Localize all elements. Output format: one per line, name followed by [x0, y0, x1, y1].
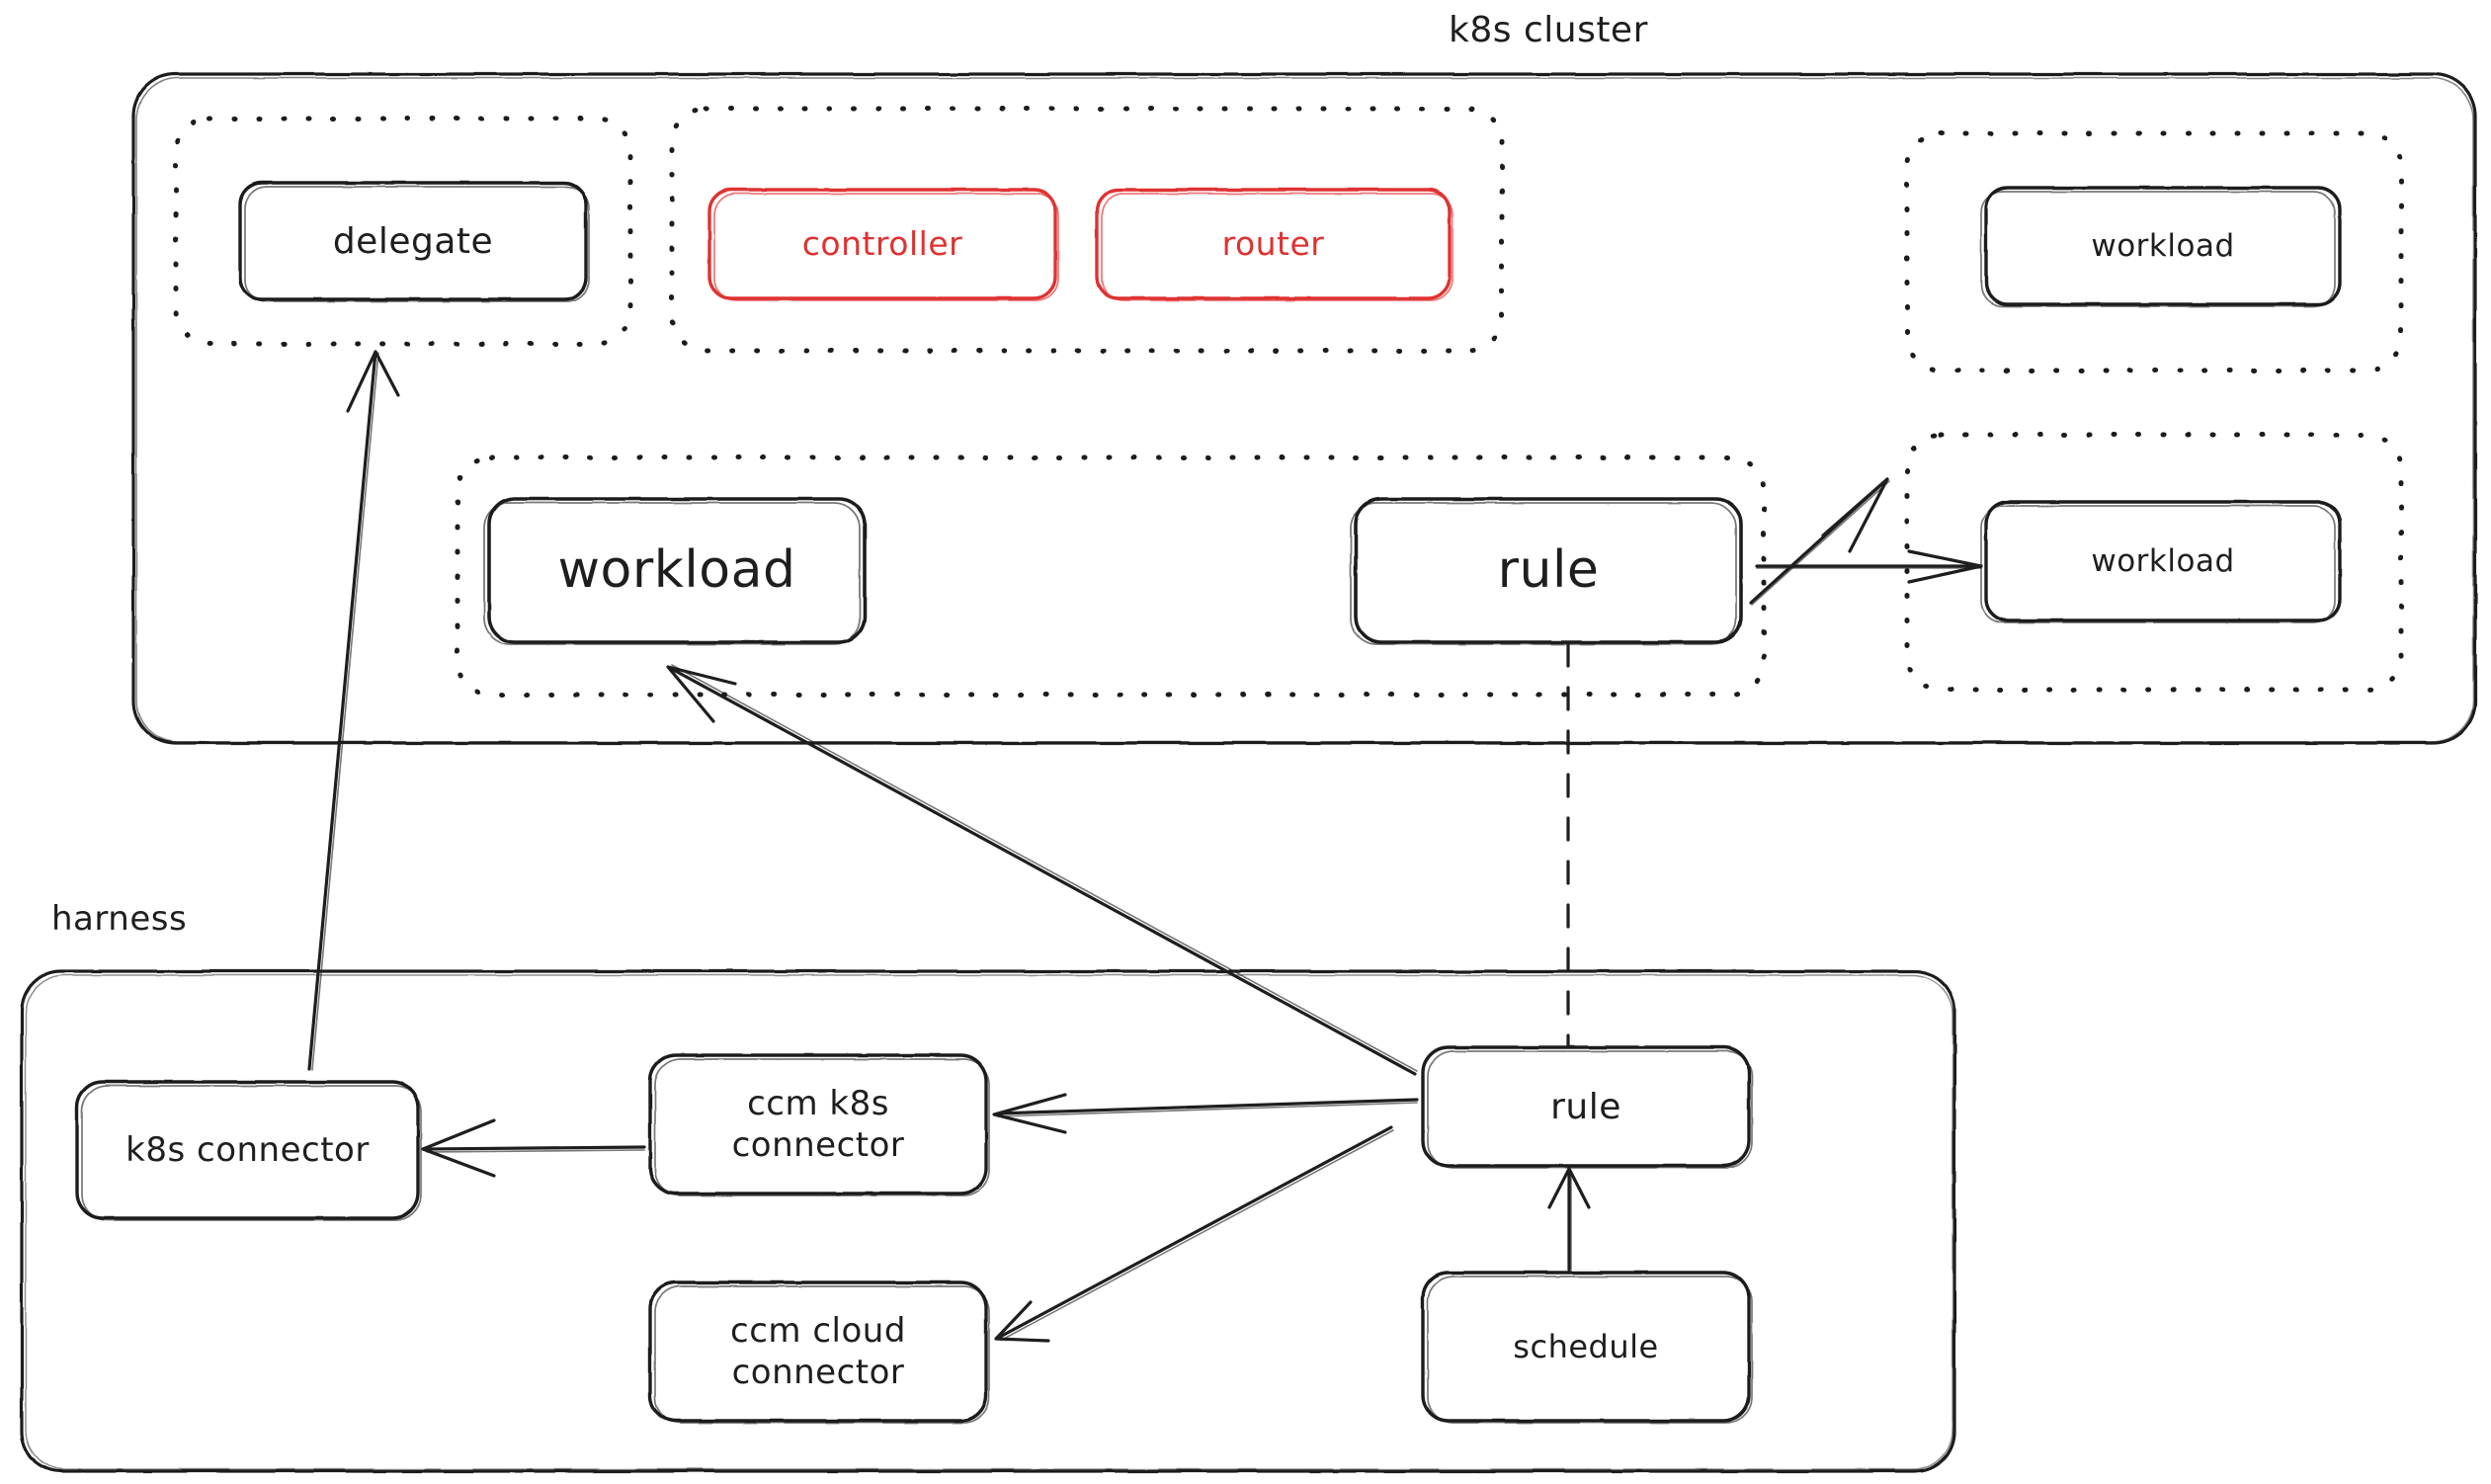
box-workload-cluster-top[interactable] [1980, 186, 2342, 307]
dotted-group-delegate [173, 116, 633, 347]
node-router[interactable] [1097, 190, 1450, 298]
node-schedule[interactable] [1423, 1273, 1749, 1421]
node-workload-cluster-top[interactable] [1986, 188, 2340, 304]
node-rule-cluster[interactable] [1356, 499, 1741, 642]
node-ccm-cloud-connector[interactable] [650, 1282, 986, 1421]
edge-rule-harness-to-ccm-k8s-connector [992, 1093, 1419, 1134]
box-schedule[interactable] [1421, 1271, 1753, 1424]
node-controller[interactable] [709, 190, 1055, 298]
dotted-group-workload-top [1904, 130, 2404, 373]
node-ccm-k8s-connector[interactable] [650, 1055, 986, 1194]
edge-k8s-connector-to-delegate [307, 350, 400, 1071]
box-rule-cluster[interactable] [1350, 497, 1743, 645]
box-delegate[interactable] [238, 181, 590, 302]
edge-rule-harness-to-ccm-cloud-connector [994, 1125, 1394, 1343]
dotted-group-middle [455, 454, 1767, 698]
box-workload-cluster-mid[interactable] [483, 497, 867, 645]
node-rule-harness[interactable] [1423, 1047, 1749, 1166]
edge-ccm-k8s-connector-to-k8s-connector [421, 1118, 646, 1178]
container-harness [20, 969, 1956, 1473]
box-controller[interactable] [707, 188, 1059, 301]
edge-schedule-to-rule-harness [1547, 1167, 1591, 1272]
box-k8s-connector[interactable] [75, 1080, 422, 1221]
edge-rule-cluster-to-workload-top [1749, 477, 1890, 606]
edge-rule-harness-to-workload-cluster-mid [666, 664, 1418, 1076]
node-workload-cluster-bot[interactable] [1986, 502, 2340, 620]
box-ccm-cloud-connector[interactable] [648, 1280, 990, 1424]
box-rule-harness[interactable] [1421, 1045, 1753, 1169]
node-delegate[interactable] [240, 183, 586, 299]
k8s-cluster-title: k8s cluster [1449, 10, 1648, 50]
harness-title: harness [51, 899, 188, 939]
node-workload-cluster-mid[interactable] [489, 499, 865, 642]
box-router[interactable] [1095, 188, 1453, 301]
node-k8s-connector[interactable] [77, 1082, 418, 1218]
box-ccm-k8s-connector[interactable] [648, 1053, 990, 1196]
container-k8s-cluster [131, 72, 2477, 745]
edge-rule-cluster-to-workload-bottom [1755, 549, 1983, 584]
box-workload-cluster-bottom[interactable] [1980, 500, 2342, 623]
